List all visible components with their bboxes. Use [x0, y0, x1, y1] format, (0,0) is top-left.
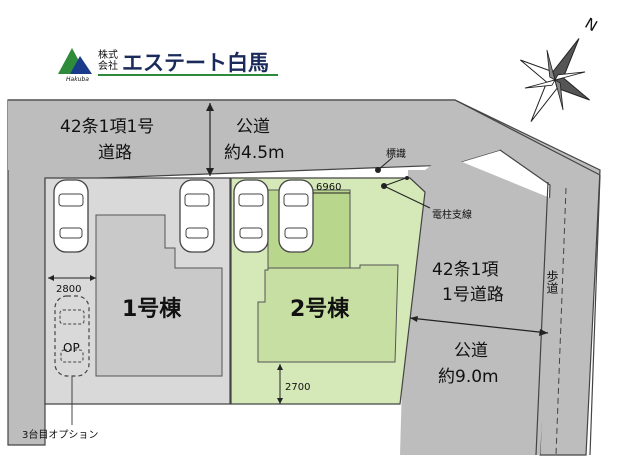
- right-road: [400, 155, 555, 455]
- parking-car-icon: [278, 179, 314, 253]
- top-road-type-line2: 道路: [98, 143, 132, 163]
- right-road-type-line2: 1号道路: [442, 285, 504, 305]
- compass-north-label: N: [582, 14, 601, 35]
- pole-wire-label: 電柱支線: [432, 208, 472, 221]
- top-road-name: 公道: [236, 117, 270, 137]
- lot2-label: 2号棟: [290, 296, 350, 322]
- dimension-2800: 2800: [56, 284, 81, 295]
- sidewalk-label: 歩道: [545, 269, 559, 294]
- parking-car-icon: [179, 179, 215, 253]
- right-road-width-arrow: [409, 317, 549, 334]
- op-label: OP: [63, 341, 80, 355]
- logo-tagline: Hakuba: [66, 76, 89, 83]
- logo-small-bottom: 会社: [98, 59, 118, 72]
- parking-car-icon: [233, 179, 269, 253]
- lot1-label: 1号棟: [122, 296, 182, 322]
- logo-mountain-icon: [70, 56, 92, 74]
- lot1-house: [95, 214, 223, 377]
- logo-underline: [98, 74, 278, 76]
- right-road-width: 約9.0m: [438, 367, 499, 387]
- parking-car-icon: [53, 179, 89, 253]
- right-road-type-line1: 42条1項: [432, 260, 498, 280]
- top-road-width: 約4.5m: [224, 143, 285, 163]
- right-road-name: 公道: [454, 341, 488, 361]
- top-road: [8, 100, 500, 170]
- company-logo: 株式 会社 エステート白馬 Hakuba: [58, 48, 278, 83]
- top-road-type-line1: 42条1項1号: [60, 117, 154, 137]
- sidewalk-line: [555, 187, 567, 456]
- dimension-6960: 6960: [316, 182, 341, 193]
- sign-label: 標識: [386, 147, 406, 160]
- option-label: 3台目オプション: [22, 428, 98, 441]
- compass-rose-icon: [520, 38, 590, 122]
- logo-name: エステート白馬: [122, 51, 269, 75]
- dimension-2700: 2700: [285, 382, 310, 393]
- logo-small-top: 株式: [98, 48, 118, 61]
